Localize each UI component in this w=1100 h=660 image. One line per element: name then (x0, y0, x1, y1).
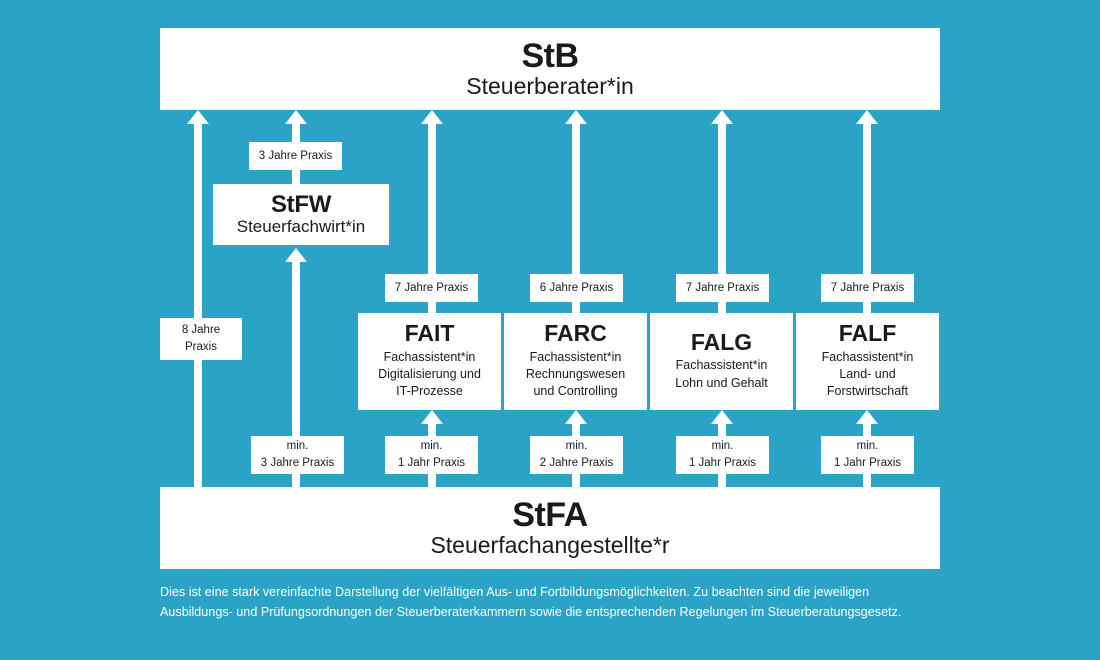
node-falg-name: Fachassistent*in Lohn und Gehalt (675, 358, 768, 390)
arrow-head (421, 110, 443, 124)
node-stfa-code: StFA (512, 495, 588, 534)
node-falf: FALF Fachassistent*in Land- und Forstwir… (796, 313, 939, 410)
node-stfa: StFA Steuerfachangestellte*r (160, 487, 940, 569)
footer-note: Dies ist eine stark vereinfachte Darstel… (160, 582, 950, 623)
label-stfw-to-stb: 3 Jahre Praxis (249, 142, 342, 170)
label-stfa-to-farc: min. 2 Jahre Praxis (530, 436, 623, 474)
arrow-head (285, 248, 307, 262)
node-stb: StB Steuerberater*in (160, 28, 940, 110)
node-stfw-code: StFW (270, 191, 332, 219)
label-fait-to-stb: 7 Jahre Praxis (385, 274, 478, 302)
arrow-shaft (292, 262, 300, 488)
arrow-shaft (428, 124, 436, 314)
node-farc-code: FARC (544, 320, 607, 347)
label-stfa-to-stb-direct: 8 Jahre Praxis (160, 318, 242, 360)
node-stfw: StFW Steuerfachwirt*in (213, 184, 389, 245)
label-stfa-to-stfw: min. 3 Jahre Praxis (251, 436, 344, 474)
arrow-head (421, 410, 443, 424)
footer-line-2: Ausbildungs- und Prüfungsordnungen der S… (160, 605, 902, 620)
label-stfa-to-falg: min. 1 Jahr Praxis (676, 436, 769, 474)
node-stb-name: Steuerberater*in (466, 73, 634, 100)
arrow-head (565, 110, 587, 124)
arrow-shaft (718, 124, 726, 314)
node-farc: FARC Fachassistent*in Rechnungswesen und… (504, 313, 647, 410)
node-stb-code: StB (521, 36, 579, 75)
arrow-head (565, 410, 587, 424)
label-falf-to-stb: 7 Jahre Praxis (821, 274, 914, 302)
label-stfa-to-fait: min. 1 Jahr Praxis (385, 436, 478, 474)
footer-line-1: Dies ist eine stark vereinfachte Darstel… (160, 585, 870, 599)
label-farc-to-stb: 6 Jahre Praxis (530, 274, 623, 302)
arrow-head (856, 410, 878, 424)
arrow-shaft (572, 124, 580, 314)
arrow-head (187, 110, 209, 124)
node-falg: FALG Fachassistent*in Lohn und Gehalt (650, 313, 793, 410)
label-stfa-to-falf: min. 1 Jahr Praxis (821, 436, 914, 474)
arrow-shaft (863, 124, 871, 314)
arrow-head (711, 110, 733, 124)
label-falg-to-stb: 7 Jahre Praxis (676, 274, 769, 302)
node-stfw-name: Steuerfachwirt*in (236, 217, 366, 237)
node-farc-name: Fachassistent*in Rechnungswesen und Cont… (525, 349, 626, 399)
node-falf-code: FALF (838, 320, 897, 347)
arrow-shaft (194, 124, 202, 488)
node-falf-name: Fachassistent*in Land- und Forstwirtscha… (821, 349, 914, 399)
arrow-head (285, 110, 307, 124)
arrow-head (711, 410, 733, 424)
node-fait-code: FAIT (404, 320, 455, 347)
node-falg-code: FALG (690, 329, 753, 356)
arrow-head (856, 110, 878, 124)
node-fait: FAIT Fachassistent*in Digitalisierung un… (358, 313, 501, 410)
node-fait-name: Fachassistent*in Digitalisierung und IT-… (378, 349, 481, 399)
node-stfa-name: Steuerfachangestellte*r (430, 532, 670, 559)
